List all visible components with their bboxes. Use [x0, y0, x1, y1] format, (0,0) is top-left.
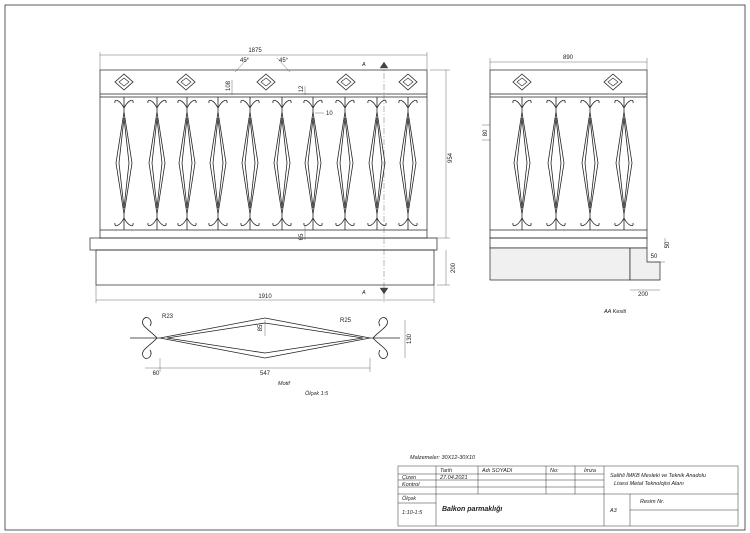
- baluster: [335, 97, 355, 230]
- tb-col-tarih: Tarih: [440, 468, 452, 474]
- motif-radius-left: R23: [162, 314, 174, 320]
- side-bars: [512, 97, 634, 230]
- baluster: [240, 97, 260, 230]
- dim-floor-200: 200: [638, 292, 649, 298]
- baluster: [512, 97, 532, 230]
- front-bars: [114, 97, 418, 230]
- top-diamond: [603, 73, 623, 91]
- tb-col-no: No:: [550, 468, 559, 474]
- sheet-border: [4, 4, 746, 531]
- top-diamond: [114, 73, 134, 91]
- angle-right: 45°: [279, 58, 289, 64]
- front-view: [89, 69, 438, 286]
- angle-left: 45°: [240, 58, 250, 64]
- tb-row-cizen: Çizen: [402, 475, 416, 481]
- tb-drawing-title: Balkon parmaklığı: [442, 506, 502, 513]
- tb-school-line2: Lisesi Metal Teknolojisi Alanı: [614, 481, 684, 487]
- section-mark-top: A: [361, 62, 366, 68]
- motif-right-scroll: [370, 317, 400, 359]
- dim-rail-gap: 12: [299, 85, 305, 92]
- dim-front-height: 954: [448, 152, 454, 163]
- front-dimensions: [95, 52, 450, 303]
- top-diamond-inner: [607, 77, 619, 87]
- top-diamond-inner: [260, 77, 272, 87]
- floor-slab: [489, 247, 631, 281]
- dim-bar-offset: 10: [326, 111, 333, 117]
- top-diamond: [512, 73, 532, 91]
- motif-dim-left: 60: [153, 371, 160, 377]
- baluster: [114, 97, 134, 230]
- baluster: [614, 97, 634, 230]
- top-diamond-inner: [402, 77, 414, 87]
- top-diamond-inner: [118, 77, 130, 87]
- dim-front-bottom: 1910: [258, 294, 272, 300]
- top-diamond: [176, 73, 196, 91]
- section-mark-bottom: A: [361, 290, 366, 296]
- tb-cizen-date: 27.04.2021: [439, 475, 468, 481]
- baluster: [208, 97, 228, 230]
- baluster: [272, 97, 292, 230]
- motif-left-scroll: [130, 317, 160, 359]
- baluster: [147, 97, 167, 230]
- tb-row-olcek: Ölçek: [402, 495, 416, 502]
- motif-dim-height: 130: [407, 333, 413, 344]
- motif-scale: Ölçek 1:5: [305, 390, 329, 397]
- dim-floor-50b: 50: [651, 254, 658, 260]
- baluster: [398, 97, 418, 230]
- tb-scale-value: 1:10-1:5: [402, 510, 423, 516]
- baluster: [546, 97, 566, 230]
- section-label: AA Kesiti: [603, 309, 627, 315]
- dim-side-offset: 80: [483, 129, 489, 136]
- materials-note: Malzemeler: 30X12-30X10: [410, 455, 476, 461]
- railing-cap: [89, 237, 438, 251]
- dim-floor-50a: 50: [665, 241, 671, 248]
- motif-dimensions: [145, 320, 406, 372]
- front-top-diamonds: [114, 73, 418, 91]
- tb-col-imza: İmza: [584, 467, 596, 474]
- dim-base-height: 200: [451, 262, 457, 273]
- dim-side-width: 890: [563, 55, 574, 61]
- motif-detail: [130, 317, 400, 359]
- motif-title: Motif: [278, 381, 290, 387]
- side-section-view: [489, 69, 661, 281]
- baluster: [367, 97, 387, 230]
- tb-col-adi: Adı SOYADI: [481, 468, 513, 474]
- railing-frame: [99, 69, 428, 239]
- title-block: [397, 465, 739, 527]
- tb-row-kontrol: Kontrol: [402, 482, 420, 488]
- motif-dim-center: 85: [258, 324, 264, 331]
- concrete-base: [95, 249, 435, 286]
- baluster: [177, 97, 197, 230]
- side-top-diamonds: [512, 73, 623, 91]
- motif-radius-right: R25: [340, 318, 352, 324]
- top-diamond: [398, 73, 418, 91]
- top-diamond-inner: [340, 77, 352, 87]
- tb-sheet-size: A3: [609, 508, 618, 514]
- tb-resim-nr: Resim Nr.: [640, 499, 664, 505]
- top-diamond-inner: [516, 77, 528, 87]
- dim-post-width: 108: [226, 80, 232, 91]
- top-diamond-inner: [180, 77, 192, 87]
- baluster: [580, 97, 600, 230]
- top-diamond: [336, 73, 356, 91]
- side-dimensions: [482, 58, 666, 291]
- tb-school-line1: Salihli İMKB Mesleki ve Teknik Anadolu: [610, 472, 706, 479]
- motif-dim-length: 547: [260, 371, 271, 377]
- baluster: [303, 97, 323, 230]
- dim-bottom-rail: 65: [299, 233, 305, 240]
- dim-front-top: 1875: [248, 48, 262, 54]
- top-diamond: [256, 73, 276, 91]
